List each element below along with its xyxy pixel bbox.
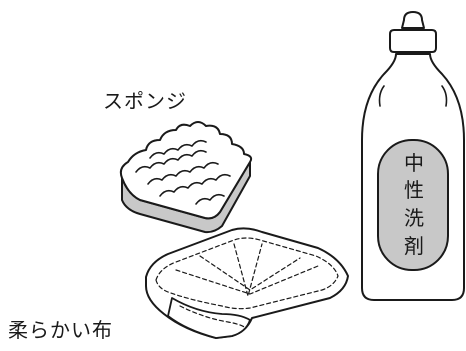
cloth-label: 柔らかい布 (8, 318, 113, 342)
bottle-label (377, 139, 449, 271)
cloth-icon (145, 227, 349, 339)
bottle-label-char-4: 剤 (404, 234, 424, 258)
sponge-ridges (135, 139, 231, 205)
sponge-label: スポンジ (103, 89, 187, 113)
bottle-label-char-2: 性 (404, 178, 424, 202)
bottle-label-char-1: 中 (404, 151, 424, 175)
sponge-icon (119, 121, 253, 234)
bottle-cap (389, 29, 437, 53)
bottle-nozzle (401, 11, 425, 29)
cloth-stitches (155, 237, 339, 329)
bottle-label-char-3: 洗 (404, 206, 424, 230)
detergent-bottle-icon (361, 11, 465, 301)
